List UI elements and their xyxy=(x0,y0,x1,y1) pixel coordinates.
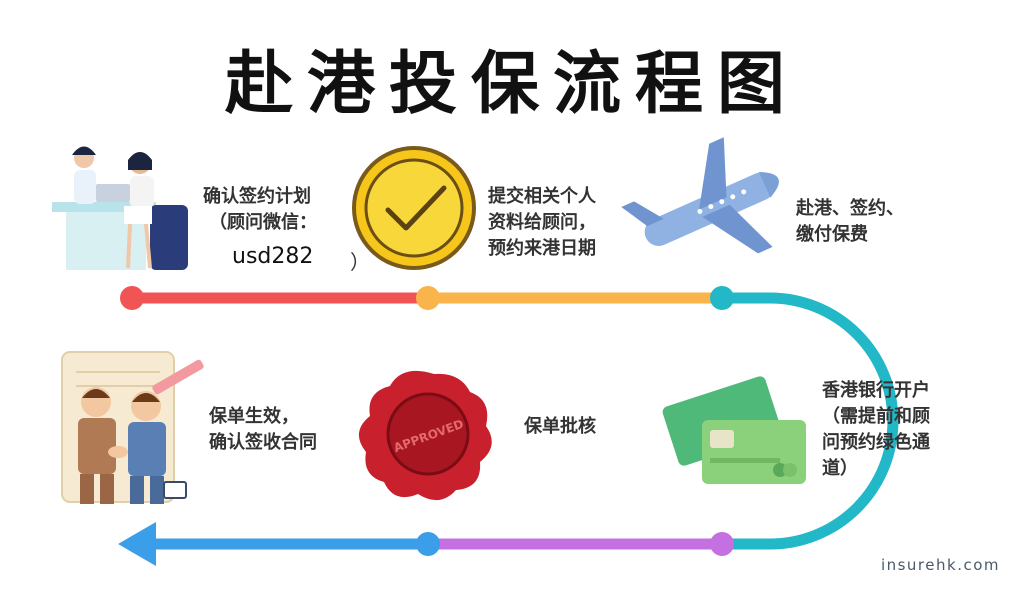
timeline-curve xyxy=(722,292,899,550)
consultation-illustration xyxy=(52,146,188,270)
step-6-text: 保单生效， 确认签收合同 xyxy=(209,406,317,453)
timeline-node-4 xyxy=(710,532,734,556)
step-1-text: 确认签约计划 （顾问微信： xyxy=(203,186,317,233)
step-4-text: 香港银行开户 （需提前和顾 问预约绿色通 道） xyxy=(822,380,930,479)
approved-seal-icon: APPROVED xyxy=(358,370,492,501)
step-3-text: 赴港、签约、 缴付保费 xyxy=(796,198,904,245)
timeline-node-2 xyxy=(416,286,440,310)
step-5-text: 保单批核 xyxy=(524,416,596,437)
check-badge-icon xyxy=(352,146,476,270)
advisor-wechat-id: usd282 xyxy=(232,244,314,269)
bank-card-icon xyxy=(662,376,806,484)
airplane-icon xyxy=(621,137,779,254)
timeline-node-1 xyxy=(120,286,144,310)
contract-handshake-illustration xyxy=(61,351,204,504)
watermark: insurehk.com xyxy=(880,556,1000,574)
timeline-node-3 xyxy=(710,286,734,310)
step-2-text: 提交相关个人 资料给顾问， 预约来港日期 xyxy=(488,186,596,259)
timeline-arrowhead xyxy=(118,522,156,566)
timeline-node-5 xyxy=(416,532,440,556)
page-title: 赴港投保流程图 xyxy=(224,45,799,124)
wechat-close-paren: ） xyxy=(350,250,370,274)
